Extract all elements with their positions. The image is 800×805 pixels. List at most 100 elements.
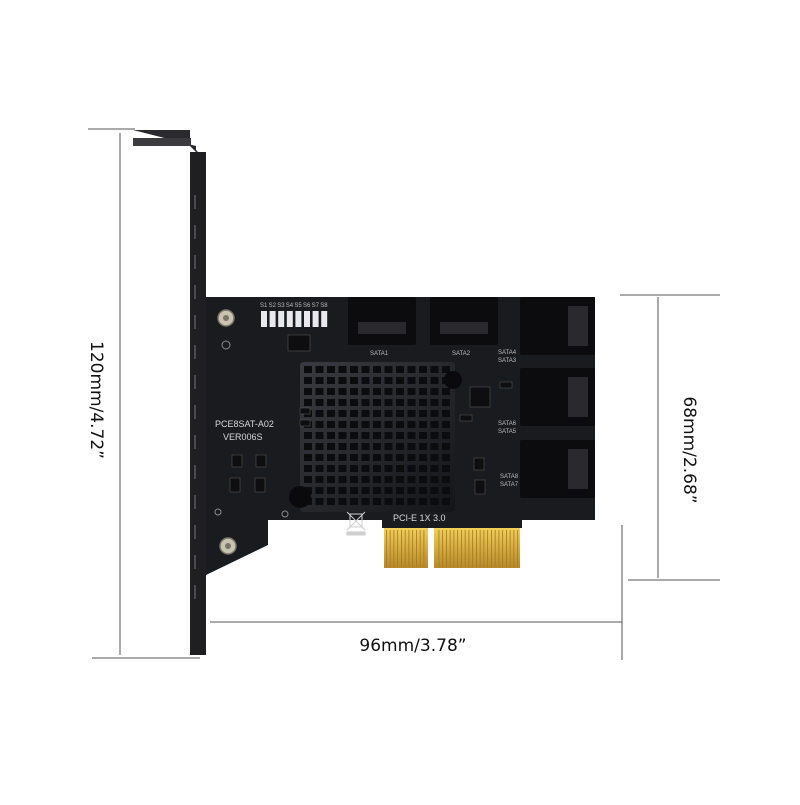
- heatsink-fin: [442, 443, 450, 450]
- heatsink-fin: [315, 410, 324, 417]
- heatsink-fin: [419, 388, 427, 395]
- heatsink-fin: [442, 476, 450, 483]
- heatsink-fin: [373, 410, 381, 417]
- heatsink-fin: [384, 421, 393, 428]
- heatsink-fin: [338, 410, 347, 417]
- gold-finger-gap: [453, 530, 455, 567]
- led-label-s8: S8: [320, 303, 328, 309]
- heatsink-fin: [315, 421, 324, 428]
- heatsink-fin: [419, 421, 427, 428]
- heatsink-fin: [384, 476, 393, 483]
- heatsink-fin: [442, 487, 450, 494]
- heatsink-fin: [407, 454, 416, 461]
- heatsink-fin: [350, 465, 358, 472]
- sata-label-8: SATA8: [500, 474, 519, 480]
- heatsink-fin: [338, 487, 347, 494]
- heatsink-fin: [327, 465, 335, 472]
- pci-bracket: [133, 130, 206, 655]
- heatsink-fin: [327, 443, 335, 450]
- sata-port-right-2: [520, 368, 595, 426]
- heatsink-fin: [384, 377, 393, 384]
- heatsink-fin: [373, 432, 381, 439]
- heatsink-fin: [304, 432, 312, 439]
- heatsink-fin: [373, 443, 381, 450]
- gold-finger-gap: [476, 530, 477, 567]
- heatsink-fin: [350, 366, 358, 373]
- heatsink-fin: [384, 465, 393, 472]
- gold-finger-gap: [464, 530, 466, 567]
- heatsink-fin: [396, 476, 404, 483]
- heatsink-fin: [361, 454, 370, 461]
- heatsink-fin: [304, 443, 312, 450]
- heatsink-fin: [384, 410, 393, 417]
- heatsink-fin: [327, 421, 335, 428]
- gold-finger-gap: [393, 530, 395, 567]
- heatsink-fin: [442, 432, 450, 439]
- heatsink-fin: [430, 410, 439, 417]
- gold-finger-gap: [408, 530, 410, 567]
- led-s8: [321, 311, 328, 327]
- heatsink-fin: [373, 454, 381, 461]
- heatsink-fin: [430, 366, 439, 373]
- led-s4: [286, 311, 293, 327]
- heatsink-fin: [373, 377, 381, 384]
- heatsink-fin: [384, 443, 393, 450]
- gold-finger-gap: [438, 530, 440, 567]
- heatsink-fin: [327, 454, 335, 461]
- heatsink-fin: [373, 421, 381, 428]
- led-s7: [312, 311, 319, 327]
- heatsink-fin: [350, 388, 358, 395]
- sata-label-7: SATA7: [500, 482, 519, 488]
- heatsink-fin: [327, 388, 335, 395]
- gold-finger-gap: [446, 530, 447, 567]
- heatsink-fin: [361, 443, 370, 450]
- heatsink-fin: [419, 498, 427, 505]
- heatsink-fin: [384, 366, 393, 373]
- heatsink-fin: [407, 476, 416, 483]
- heatsink-fin: [361, 388, 370, 395]
- heatsink-fin: [407, 388, 416, 395]
- heatsink-fin: [361, 410, 370, 417]
- heatsink-fin: [419, 366, 427, 373]
- heatsink-fin: [407, 487, 416, 494]
- heatsink-fin: [396, 366, 404, 373]
- sata-port-right-3: [520, 440, 595, 498]
- board-version-text: VER006S: [223, 432, 263, 442]
- sata-port-2: [430, 297, 498, 345]
- led-label-s1: S1: [260, 303, 268, 309]
- heatsink-fin: [315, 388, 324, 395]
- heatsink-fin: [442, 388, 450, 395]
- dimension-lines: [88, 128, 720, 660]
- depth-dimension-label: 68mm/2.68”: [679, 396, 699, 504]
- width-dimension-label: 96mm/3.78”: [359, 636, 467, 656]
- heatsink-fin: [396, 410, 404, 417]
- heatsink-fin: [304, 377, 312, 384]
- heatsink-fin: [419, 399, 427, 406]
- led-s6: [304, 311, 310, 327]
- heatsink-fin: [350, 454, 358, 461]
- pcie-gold-fingers: [384, 528, 520, 568]
- heatsink-fin: [430, 454, 439, 461]
- heatsink-fin: [315, 487, 324, 494]
- heatsink-fin: [442, 454, 450, 461]
- heatsink-fin: [373, 465, 381, 472]
- heatsink-fin: [338, 443, 347, 450]
- heatsink-fin: [442, 410, 450, 417]
- heatsink-fin: [430, 498, 439, 505]
- heatsink-fin: [361, 476, 370, 483]
- gold-finger-gap: [404, 530, 406, 567]
- heatsink-fin: [430, 399, 439, 406]
- heatsink-fin: [373, 388, 381, 395]
- gold-finger-gap: [419, 530, 421, 567]
- gold-finger-gap: [472, 530, 474, 567]
- heatsink-fin: [315, 476, 324, 483]
- sata-label-4: SATA4: [498, 350, 517, 356]
- height-dimension-label: 120mm/4.72”: [86, 341, 106, 459]
- gold-finger-gap: [468, 530, 470, 567]
- heatsink-fin: [419, 432, 427, 439]
- heatsink-fin: [396, 377, 404, 384]
- heatsink-fin: [315, 498, 324, 505]
- heatsink-fin: [430, 421, 439, 428]
- heatsink-fin: [442, 399, 450, 406]
- heatsink-fin: [396, 388, 404, 395]
